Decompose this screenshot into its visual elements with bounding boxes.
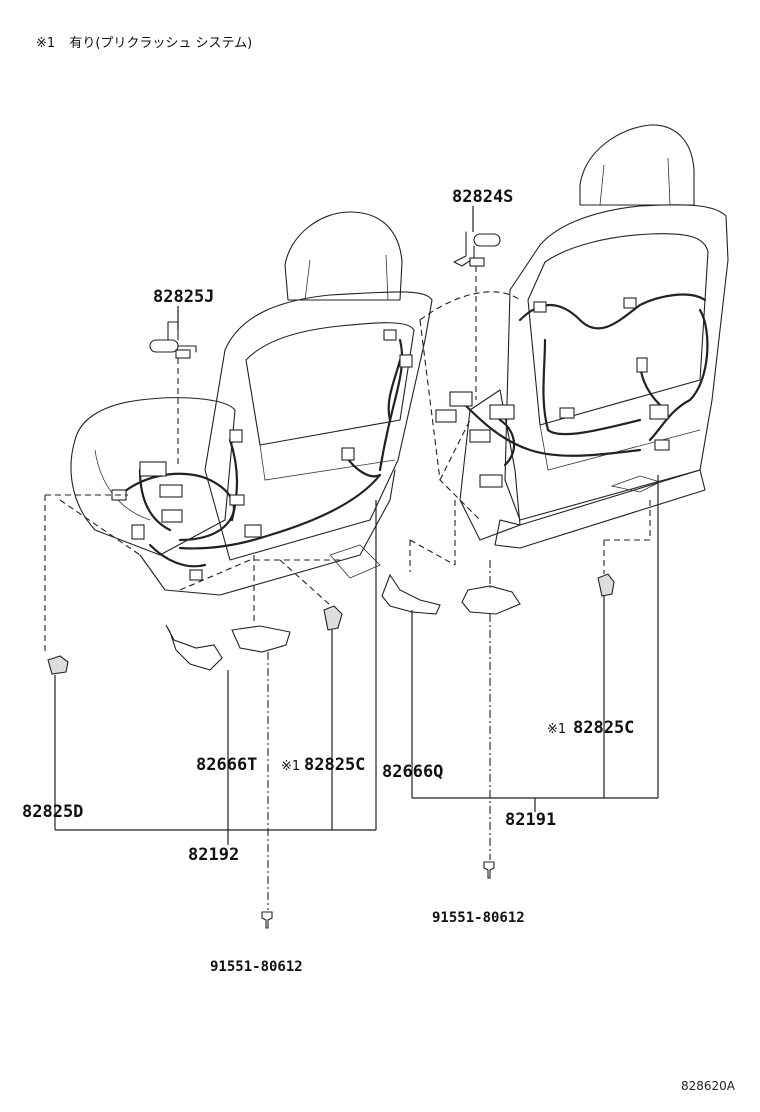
label-82825C-right[interactable]: 82825C [573, 718, 634, 738]
bolt-right-icon [483, 861, 495, 879]
leader-lines [44, 206, 659, 910]
footnote-mark: ※1 [36, 36, 56, 51]
part-82825J-icon [149, 321, 197, 359]
part-labels: 82825J 82824S 82825D 82666T ※1 82825C 82… [22, 187, 634, 975]
label-bolt-left[interactable]: 91551-80612 [210, 959, 303, 975]
bracket-82666Q-icon [381, 573, 441, 615]
label-82825C-right-mark: ※1 [547, 722, 566, 737]
part-82825C-right-icon [597, 573, 615, 597]
diagram-code: 828620A [681, 1079, 736, 1093]
label-82825C-left-mark: ※1 [281, 759, 300, 774]
part-82824S-icon [453, 231, 501, 267]
label-82824S[interactable]: 82824S [452, 187, 513, 207]
right-seat-illustration [419, 124, 729, 549]
label-82191[interactable]: 82191 [505, 810, 556, 830]
label-82825C-left[interactable]: 82825C [304, 755, 365, 775]
label-82825D[interactable]: 82825D [22, 802, 83, 822]
bracket-82666T-plate-icon [231, 625, 291, 653]
label-82666Q[interactable]: 82666Q [382, 762, 443, 782]
part-82825C-left-icon [323, 605, 343, 631]
label-82666T[interactable]: 82666T [196, 755, 257, 775]
bracket-82666T-icon [165, 624, 223, 671]
part-82825D-icon [47, 655, 69, 675]
footnote-text: 有り(プリクラッシュ システム) [69, 36, 253, 51]
label-82192[interactable]: 82192 [188, 845, 239, 865]
label-bolt-right[interactable]: 91551-80612 [432, 910, 525, 926]
bracket-82191-plate-icon [461, 585, 521, 615]
left-seat-illustration [59, 211, 433, 596]
label-82825J[interactable]: 82825J [153, 287, 214, 307]
bolt-left-icon [261, 911, 273, 929]
header-note: ※1 有り(プリクラッシュ システム) [36, 32, 252, 51]
